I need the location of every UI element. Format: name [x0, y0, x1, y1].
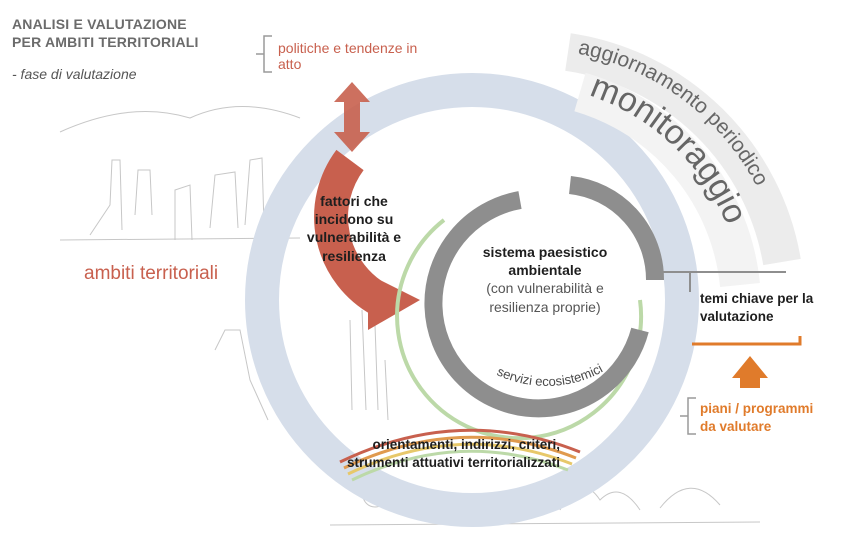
- politiche-bracket: [256, 35, 272, 73]
- sistema-label: sistema paesistico ambientale (con vulne…: [460, 243, 630, 316]
- main-title-line1: ANALISI E VALUTAZIONE: [12, 16, 187, 32]
- temi-orange-bar: [692, 336, 802, 346]
- core-system-ring: [424, 176, 665, 418]
- piani-bracket: [680, 397, 696, 435]
- feedback-double-arrow: [334, 82, 370, 152]
- fattori-label: fattori che incidono su vulnerabilità e …: [306, 193, 402, 264]
- ambiti-label: ambiti territoriali: [84, 263, 219, 284]
- sistema-title: sistema paesistico ambientale: [482, 244, 608, 279]
- main-title-line2: PER AMBITI TERRITORIALI: [12, 34, 199, 50]
- monitoring-band-outer: [565, 33, 801, 266]
- phase-subtitle: - fase di valutazione: [12, 66, 137, 82]
- landscape-sketch-left: [59, 106, 389, 421]
- temi-bracket: [656, 271, 786, 292]
- monitoring-band-inner: [574, 72, 760, 288]
- factors-arc-arrow: [314, 149, 389, 315]
- piani-up-arrow: [732, 356, 768, 388]
- servizi-arc-text: servizi ecosistemici: [495, 361, 605, 389]
- piani-label: piani / programmi da valutare: [700, 401, 814, 435]
- temi-label: temi chiave per la valutazione: [700, 291, 814, 325]
- outer-cycle-ring: [245, 73, 699, 527]
- sistema-note: (con vulnerabilità e resilienza proprie): [486, 280, 604, 315]
- orientamenti-label: orientamenti, indirizzi, criteri, strume…: [346, 437, 560, 471]
- factors-arrow-head: [368, 274, 420, 330]
- politiche-label: politiche e tendenze in atto: [278, 40, 418, 73]
- orientamenti-rainbow-arcs: [339, 428, 581, 482]
